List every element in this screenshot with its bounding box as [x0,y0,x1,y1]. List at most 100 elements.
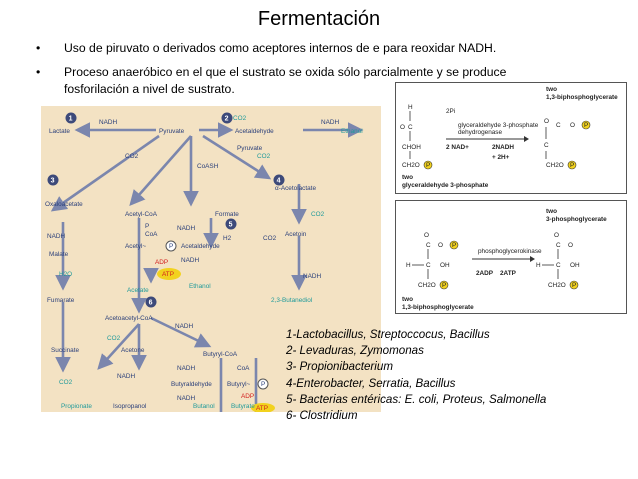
butyryl-p-label: Butyryl~ [227,381,251,388]
acetoin-label: Acetoin [285,231,307,238]
phosphate-circle [581,120,591,130]
adp-label: 2ADP [476,270,494,277]
butyrate-label: Butyrate [231,403,255,410]
atom-h: H [408,104,413,111]
pathway-number-badges: 1 2 3 4 5 6 [47,112,285,308]
bonds [409,111,547,159]
co2-label: CO2 [125,153,139,160]
atp-label: ATP [162,271,174,278]
nadh-label: NADH [303,273,321,280]
atom-ch2o: CH2O [548,282,566,289]
co2-label: CO2 [233,115,247,122]
atom-h: H [536,262,541,269]
atom-ch2o: CH2O [402,162,420,169]
phosphate-circle [165,240,177,252]
bullet-1-text: Uso de piruvato o derivados como aceptor… [64,41,497,55]
reaction-phosphoglycerokinase: two 3-phosphoglycerate O C O P H C OH CH… [395,200,627,314]
reaction-g3p-dehydrogenase: two 1,3-biphosphoglycerate H O C CHOH CH… [395,82,627,194]
badge-1: 1 [69,116,73,123]
reaction-2-svg: two 3-phosphoglycerate O C O P H C OH CH… [402,208,607,311]
co2-label: CO2 [257,153,271,160]
atom-p: P [442,282,446,289]
atom-p: P [572,282,576,289]
atom-p: P [570,162,574,169]
acetolactate-label: α-Acetolactate [275,185,316,192]
bonds [412,249,559,279]
atom-oh: OH [570,262,580,269]
arrow-head [530,256,535,262]
lactate-label: Lactate [49,128,70,135]
bullet-2-text-cont: fosforilación a nivel de sustrato. [64,82,235,96]
top-compound-label: 1,3-biphosphoglycerate [546,94,618,101]
legend-item-6: 6- Clostridium [286,409,358,423]
co2-label: CO2 [107,335,121,342]
phosphate-circle [423,160,433,170]
atom-oh: OH [440,262,450,269]
phosphate-circle [569,280,579,290]
nadh-label: NADH [177,395,195,402]
coash-label: CoASH [197,163,219,170]
bottom-compound-label: glyceraldehyde 3-phosphate [402,182,489,189]
adp-label: ADP [241,393,254,400]
bottom-compound-label: 1,3-biphosphoglycerate [402,304,474,311]
fermentation-pathway-diagram: Lactate NADH Pyruvate CO2 Acetaldehyde N… [41,106,381,412]
atom-o: O [400,124,405,131]
acetoacetyl-coa-label: Acetoacetyl-CoA [105,315,153,322]
legend-item-1: 1-Lactobacillus, Streptoccocus, Bacillus [286,328,490,341]
badge-5: 5 [229,222,233,229]
atom-c: C [426,262,431,269]
nadh-label: NADH [47,233,65,240]
pathway-svg: Lactate NADH Pyruvate CO2 Acetaldehyde N… [45,112,364,412]
formate-label: Formate [215,211,239,218]
co2-label: CO2 [311,211,325,218]
nadh-label: 2NADH [492,144,514,151]
phosphate-circle [449,240,459,250]
co2-label: CO2 [59,379,73,386]
malate-label: Malate [49,251,69,258]
atom-c: C [556,122,561,129]
slide-title: Fermentación [257,8,381,30]
propionate-label: Propionate [61,403,92,410]
nadh-label: NADH [99,119,117,126]
atp-label: 2ATP [500,270,517,277]
nadh-label: NADH [321,119,339,126]
butanol-label: Butanol [193,403,215,410]
atp-ellipse [157,268,181,280]
atp-ellipse [251,403,275,412]
ethanol-label: Ethanol [189,283,211,290]
acetyl-p-label: Acetyl~ [125,243,146,250]
acetaldehyde-label: Acetaldehyde [181,243,220,250]
bottom-two-label: two [402,174,413,181]
acetaldehyde-label: Acetaldehyde [235,128,274,135]
enzyme-label: phosphoglycerokinase [478,248,542,255]
legend-item-2: 2- Levaduras, Zymomonas [286,344,424,358]
ethanol-label: Ethanol [341,128,363,135]
atom-choh: CHOH [402,144,421,151]
phosphate-circle [567,160,577,170]
pathway-labels: Lactate NADH Pyruvate CO2 Acetaldehyde N… [45,115,363,412]
acetone-label: Acetone [121,347,145,354]
top-two-label: two [546,208,557,215]
succinate-label: Succinate [51,347,80,354]
legend-item-3: 3- Propionibacterium [286,360,393,374]
enzyme-line-2: dehydrogenase [458,129,503,136]
atom-c: C [408,124,413,131]
atom-c: C [556,262,561,269]
reaction-1-svg: two 1,3-biphosphoglycerate H O C CHOH CH… [400,86,618,189]
atom-c: C [544,142,549,149]
pyruvate-label: Pyruvate [237,145,263,152]
atom-p: P [584,122,588,129]
nad-label: 2 NAD+ [446,144,469,151]
top-two-label: two [546,86,557,93]
h-label: + 2H+ [492,154,510,161]
enzyme-line-1: glyceraldehyde 3-phosphate [458,122,539,129]
atom-p: P [452,242,456,249]
atom-ch2o: CH2O [418,282,436,289]
atom-h: H [406,262,411,269]
badge-4: 4 [277,178,281,185]
organism-legend: 1-Lactobacillus, Streptoccocus, Bacillus… [286,327,546,424]
butanediol-label: 2,3-Butanediol [271,297,312,304]
legend-item-4: 4-Enterobacter, Serratia, Bacillus [286,376,456,390]
coa-label: CoA [145,231,158,238]
atom-o: O [544,118,549,125]
